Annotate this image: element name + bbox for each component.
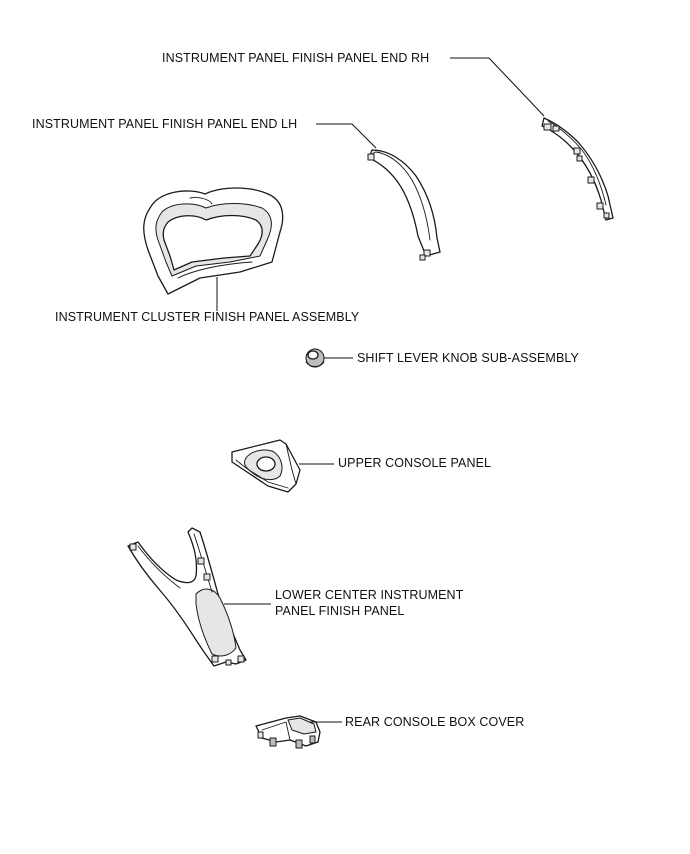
- upper-console-part: [231, 439, 301, 493]
- lower-center-label-line1: LOWER CENTER INSTRUMENT: [275, 588, 464, 602]
- panel-end-lh-part: [367, 149, 441, 261]
- panel-end-rh-leader: [450, 57, 545, 117]
- panel-end-rh-part: [541, 117, 614, 221]
- lower-center-part: [127, 527, 247, 667]
- panel-end-lh-label: INSTRUMENT PANEL FINISH PANEL END LH: [32, 117, 297, 131]
- panel-end-rh-label: INSTRUMENT PANEL FINISH PANEL END RH: [162, 51, 429, 65]
- shift-knob-part: [305, 348, 325, 368]
- cluster-finish-label: INSTRUMENT CLUSTER FINISH PANEL ASSEMBLY: [55, 310, 360, 324]
- upper-console-label: UPPER CONSOLE PANEL: [338, 456, 491, 470]
- shift-knob-label: SHIFT LEVER KNOB SUB-ASSEMBLY: [357, 351, 580, 365]
- lower-center-label-line2: PANEL FINISH PANEL: [275, 604, 404, 618]
- rear-console-cover-part: [255, 715, 321, 749]
- panel-end-lh-leader: [316, 123, 377, 149]
- rear-console-cover-label: REAR CONSOLE BOX COVER: [345, 715, 524, 729]
- cluster-finish-part: [143, 187, 284, 295]
